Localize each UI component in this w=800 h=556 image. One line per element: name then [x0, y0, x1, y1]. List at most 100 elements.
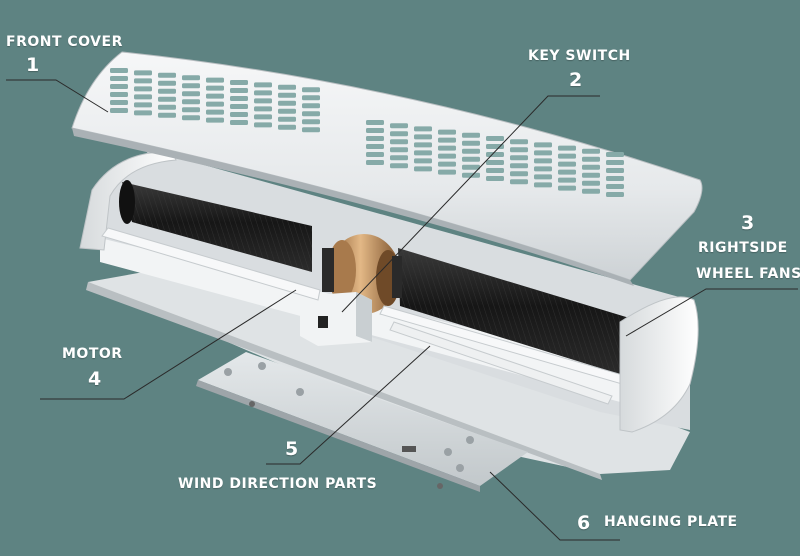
vent-slot [534, 142, 552, 148]
vent-slot [278, 92, 296, 98]
vent-slot [230, 80, 248, 85]
vent-slot [582, 164, 600, 170]
vent-slot [182, 115, 200, 121]
vent-slot [438, 129, 456, 135]
vent-slot [510, 179, 528, 185]
vent-slot [462, 148, 480, 154]
vent-slot [254, 90, 272, 96]
vent-slot [438, 161, 456, 167]
vent-slot [414, 150, 432, 156]
vent-slot [414, 166, 432, 172]
vent-slot [366, 136, 384, 141]
vent-slot [486, 176, 504, 181]
vent-slot [158, 80, 176, 86]
vent-slot [110, 76, 128, 81]
vent-slot [558, 161, 576, 167]
leader-line-2 [341, 95, 600, 313]
vent-slot [278, 108, 296, 114]
vent-slot [486, 144, 504, 149]
vent-slot [462, 172, 480, 178]
vent-slot [230, 112, 248, 117]
label-hanging-plate: HANGING PLATE [604, 514, 738, 530]
vent-slot [606, 160, 624, 165]
vent-slot [158, 112, 176, 118]
leader-lines [6, 79, 798, 541]
vent-slot [582, 188, 600, 194]
vent-slot [206, 109, 224, 115]
vent-slot [230, 120, 248, 125]
vent-slot [206, 93, 224, 99]
vent-slot [302, 127, 320, 133]
vent-slot [182, 99, 200, 105]
vent-slot [134, 110, 152, 116]
vent-slot [182, 83, 200, 89]
label-front-cover: FRONT COVER [6, 34, 123, 50]
vent-slot [582, 148, 600, 154]
vent-slot [110, 108, 128, 113]
label-key-switch: KEY SWITCH [528, 48, 631, 64]
vent-slot [606, 176, 624, 181]
vent-slot [462, 164, 480, 170]
vent-slot [510, 139, 528, 145]
vent-slot [366, 144, 384, 149]
vent-slot [182, 91, 200, 97]
vent-slot [206, 77, 224, 83]
left-end-cap [79, 151, 177, 251]
vent-slot [158, 88, 176, 94]
vent-slot [366, 160, 384, 165]
vent-slot [254, 122, 272, 128]
vent-slot [278, 116, 296, 122]
number-rightside-wheel-fans: 3 [741, 212, 755, 234]
vent-slot [558, 169, 576, 175]
vent-slot [254, 98, 272, 104]
vent-slot [230, 88, 248, 93]
vent-slot [438, 137, 456, 143]
vent-slot [414, 134, 432, 140]
vent-slot [390, 163, 408, 169]
label-rightside: RIGHTSIDE [698, 240, 788, 256]
front-cover [71, 51, 703, 286]
vent-slot [134, 78, 152, 84]
vent-slot [206, 101, 224, 107]
vent-slot [390, 131, 408, 137]
vent-slot [254, 114, 272, 120]
cover-vents-left [110, 68, 320, 133]
vent-slot [582, 172, 600, 178]
vent-slot [534, 182, 552, 188]
vent-slot [206, 117, 224, 123]
number-key-switch: 2 [569, 69, 583, 91]
vent-slot [462, 156, 480, 162]
vent-slot [510, 163, 528, 169]
vent-slot [366, 128, 384, 133]
leader-line-5 [266, 345, 431, 465]
vent-slot [414, 158, 432, 164]
number-wind-direction-parts: 5 [285, 438, 299, 460]
vent-slot [606, 152, 624, 157]
vent-slot [558, 145, 576, 151]
vent-slot [158, 96, 176, 102]
vent-slot [366, 152, 384, 157]
vent-slot [414, 142, 432, 148]
leader-line-6 [489, 471, 620, 541]
vent-slot [278, 124, 296, 130]
left-wheel-fan [119, 180, 312, 272]
vent-slot [606, 168, 624, 173]
vent-slot [414, 126, 432, 132]
vent-slot [462, 140, 480, 146]
number-motor: 4 [88, 368, 102, 390]
vent-slot [390, 155, 408, 161]
bottom-housing [86, 258, 690, 480]
leader-line-4 [40, 289, 297, 400]
vent-slot [486, 136, 504, 141]
vent-slot [534, 166, 552, 172]
vent-slot [510, 155, 528, 161]
hanging-plate [196, 352, 528, 492]
right-end-cap [619, 296, 699, 433]
vent-slot [390, 147, 408, 153]
vent-slot [510, 171, 528, 177]
number-front-cover: 1 [26, 54, 40, 76]
vent-slot [558, 185, 576, 191]
vent-slot [390, 123, 408, 129]
vent-slot [110, 84, 128, 89]
